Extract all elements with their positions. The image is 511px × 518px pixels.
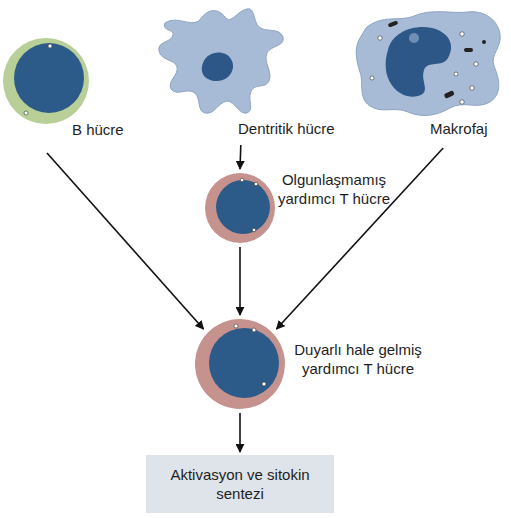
cell-illustration xyxy=(204,172,276,244)
cell-label: Duyarlı hale gelmiş yardımcı T hücre xyxy=(272,340,444,378)
arrow-connector xyxy=(239,145,241,169)
cell-label: B hücre xyxy=(72,120,124,139)
arrow-connector xyxy=(239,413,241,452)
process-box: Aktivasyon ve sitokin sentezi xyxy=(146,455,334,513)
arrow-connector xyxy=(239,247,241,315)
arrow-connector xyxy=(47,153,204,329)
cell-label: Makrofaj xyxy=(430,119,488,138)
cell-illustration xyxy=(155,5,287,117)
cell-illustration xyxy=(2,37,92,127)
cell-node: Duyarlı hale gelmiş yardımcı T hücre xyxy=(192,318,452,413)
arrow-connector xyxy=(276,148,443,329)
cell-illustration xyxy=(352,8,504,120)
cell-node: B hücre xyxy=(0,35,165,140)
cell-label: Aktivasyon ve sitokin sentezi xyxy=(156,465,324,503)
cell-label: Olgunlaşmamış yardımcı T hücre xyxy=(278,170,390,208)
cell-node: Makrofaj xyxy=(352,5,508,140)
cell-node: Olgunlaşmamış yardımcı T hücre xyxy=(200,168,400,248)
cell-illustration xyxy=(192,318,288,410)
cell-label: Dentritik hücre xyxy=(238,119,335,138)
cell-node: Dentritik hücre xyxy=(150,5,375,140)
